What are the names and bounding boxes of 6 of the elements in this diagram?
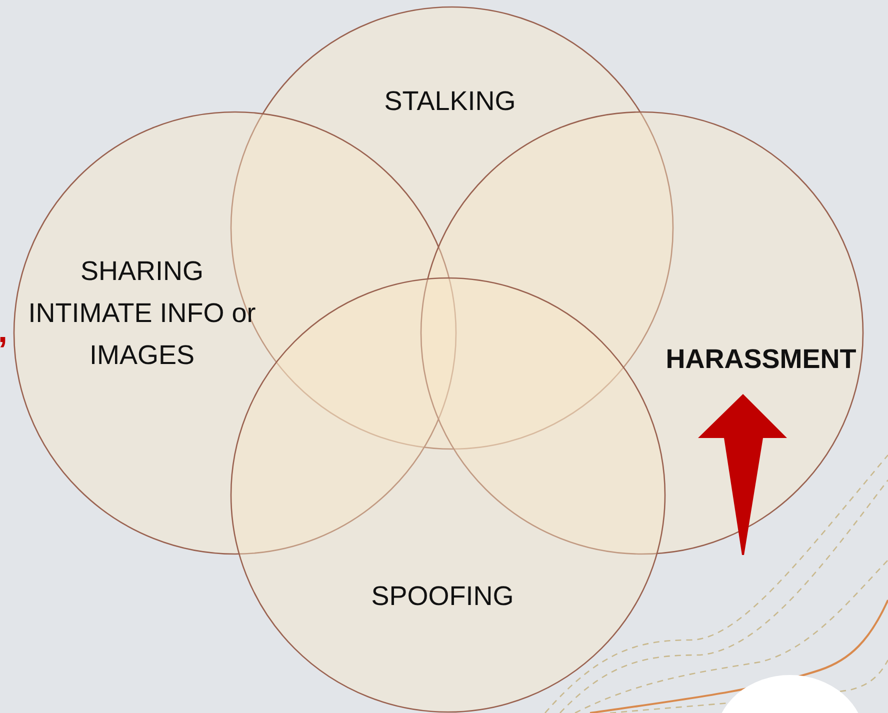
category-label: HARASSMENT (664, 343, 858, 376)
category-label: STALKING (383, 85, 517, 118)
category-label: SPOOFING (370, 580, 515, 613)
text-fragment: , (0, 312, 8, 351)
category-label: SHARING INTIMATE INFO or IMAGES (27, 255, 257, 372)
venn-circle (230, 277, 666, 713)
